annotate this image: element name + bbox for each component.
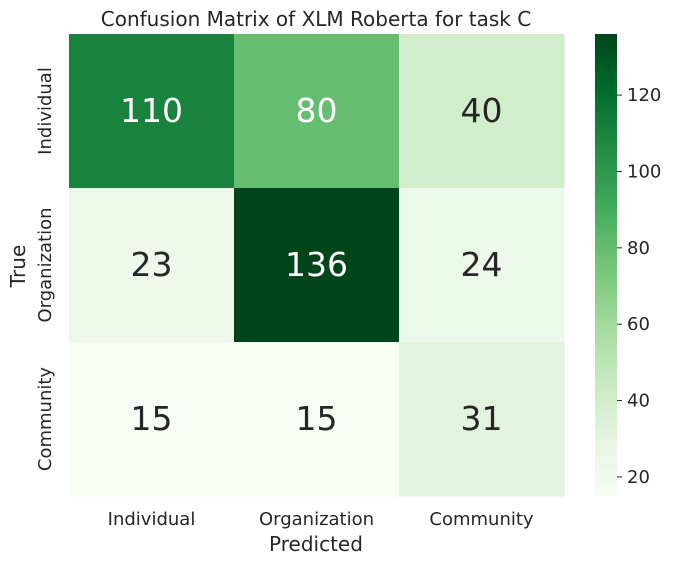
y-tick-label: Community xyxy=(35,367,56,472)
heatmap-cells xyxy=(69,34,565,497)
heatmap-cell xyxy=(234,188,400,343)
x-tick-labels: Individual Organization Community xyxy=(108,509,534,530)
heatmap-cell xyxy=(69,342,235,497)
colorbar-tick-label: 60 xyxy=(627,314,650,335)
heatmap-cell-labels: 110 80 40 23 136 24 15 15 31 xyxy=(120,91,503,438)
colorbar-gradient xyxy=(595,34,617,496)
chart-title: Confusion Matrix of XLM Roberta for task… xyxy=(101,7,531,31)
cell-value-label: 24 xyxy=(461,245,503,284)
y-tick-label: Organization xyxy=(35,207,56,322)
colorbar: 20 40 60 80 100 120 xyxy=(595,34,661,496)
heatmap-cell xyxy=(234,34,400,189)
heatmap-cell xyxy=(399,342,565,497)
colorbar-tick-label: 40 xyxy=(627,391,650,412)
heatmap-cell xyxy=(69,34,235,189)
y-axis-label: True xyxy=(6,245,30,288)
cell-value-label: 80 xyxy=(296,91,338,130)
x-tick-label: Individual xyxy=(108,509,196,530)
colorbar-tick-label: 20 xyxy=(627,467,650,488)
cell-value-label: 110 xyxy=(120,91,183,130)
y-tick-label: Individual xyxy=(35,67,56,155)
cell-value-label: 136 xyxy=(285,245,348,284)
cell-value-label: 15 xyxy=(131,399,173,438)
heatmap-cell xyxy=(69,188,235,343)
colorbar-tick-label: 100 xyxy=(627,161,661,182)
cell-value-label: 31 xyxy=(461,399,503,438)
colorbar-ticks: 20 40 60 80 100 120 xyxy=(617,85,661,488)
x-tick-label: Community xyxy=(429,509,534,530)
colorbar-tick-label: 120 xyxy=(627,85,661,106)
heatmap-cell xyxy=(399,34,565,189)
colorbar-tick-label: 80 xyxy=(627,238,650,259)
heatmap-cell xyxy=(234,342,400,497)
x-tick-label: Organization xyxy=(259,509,374,530)
cell-value-label: 40 xyxy=(461,91,503,130)
heatmap-cell xyxy=(399,188,565,343)
cell-value-label: 15 xyxy=(296,399,338,438)
cell-value-label: 23 xyxy=(131,245,173,284)
x-axis-label: Predicted xyxy=(269,532,363,556)
